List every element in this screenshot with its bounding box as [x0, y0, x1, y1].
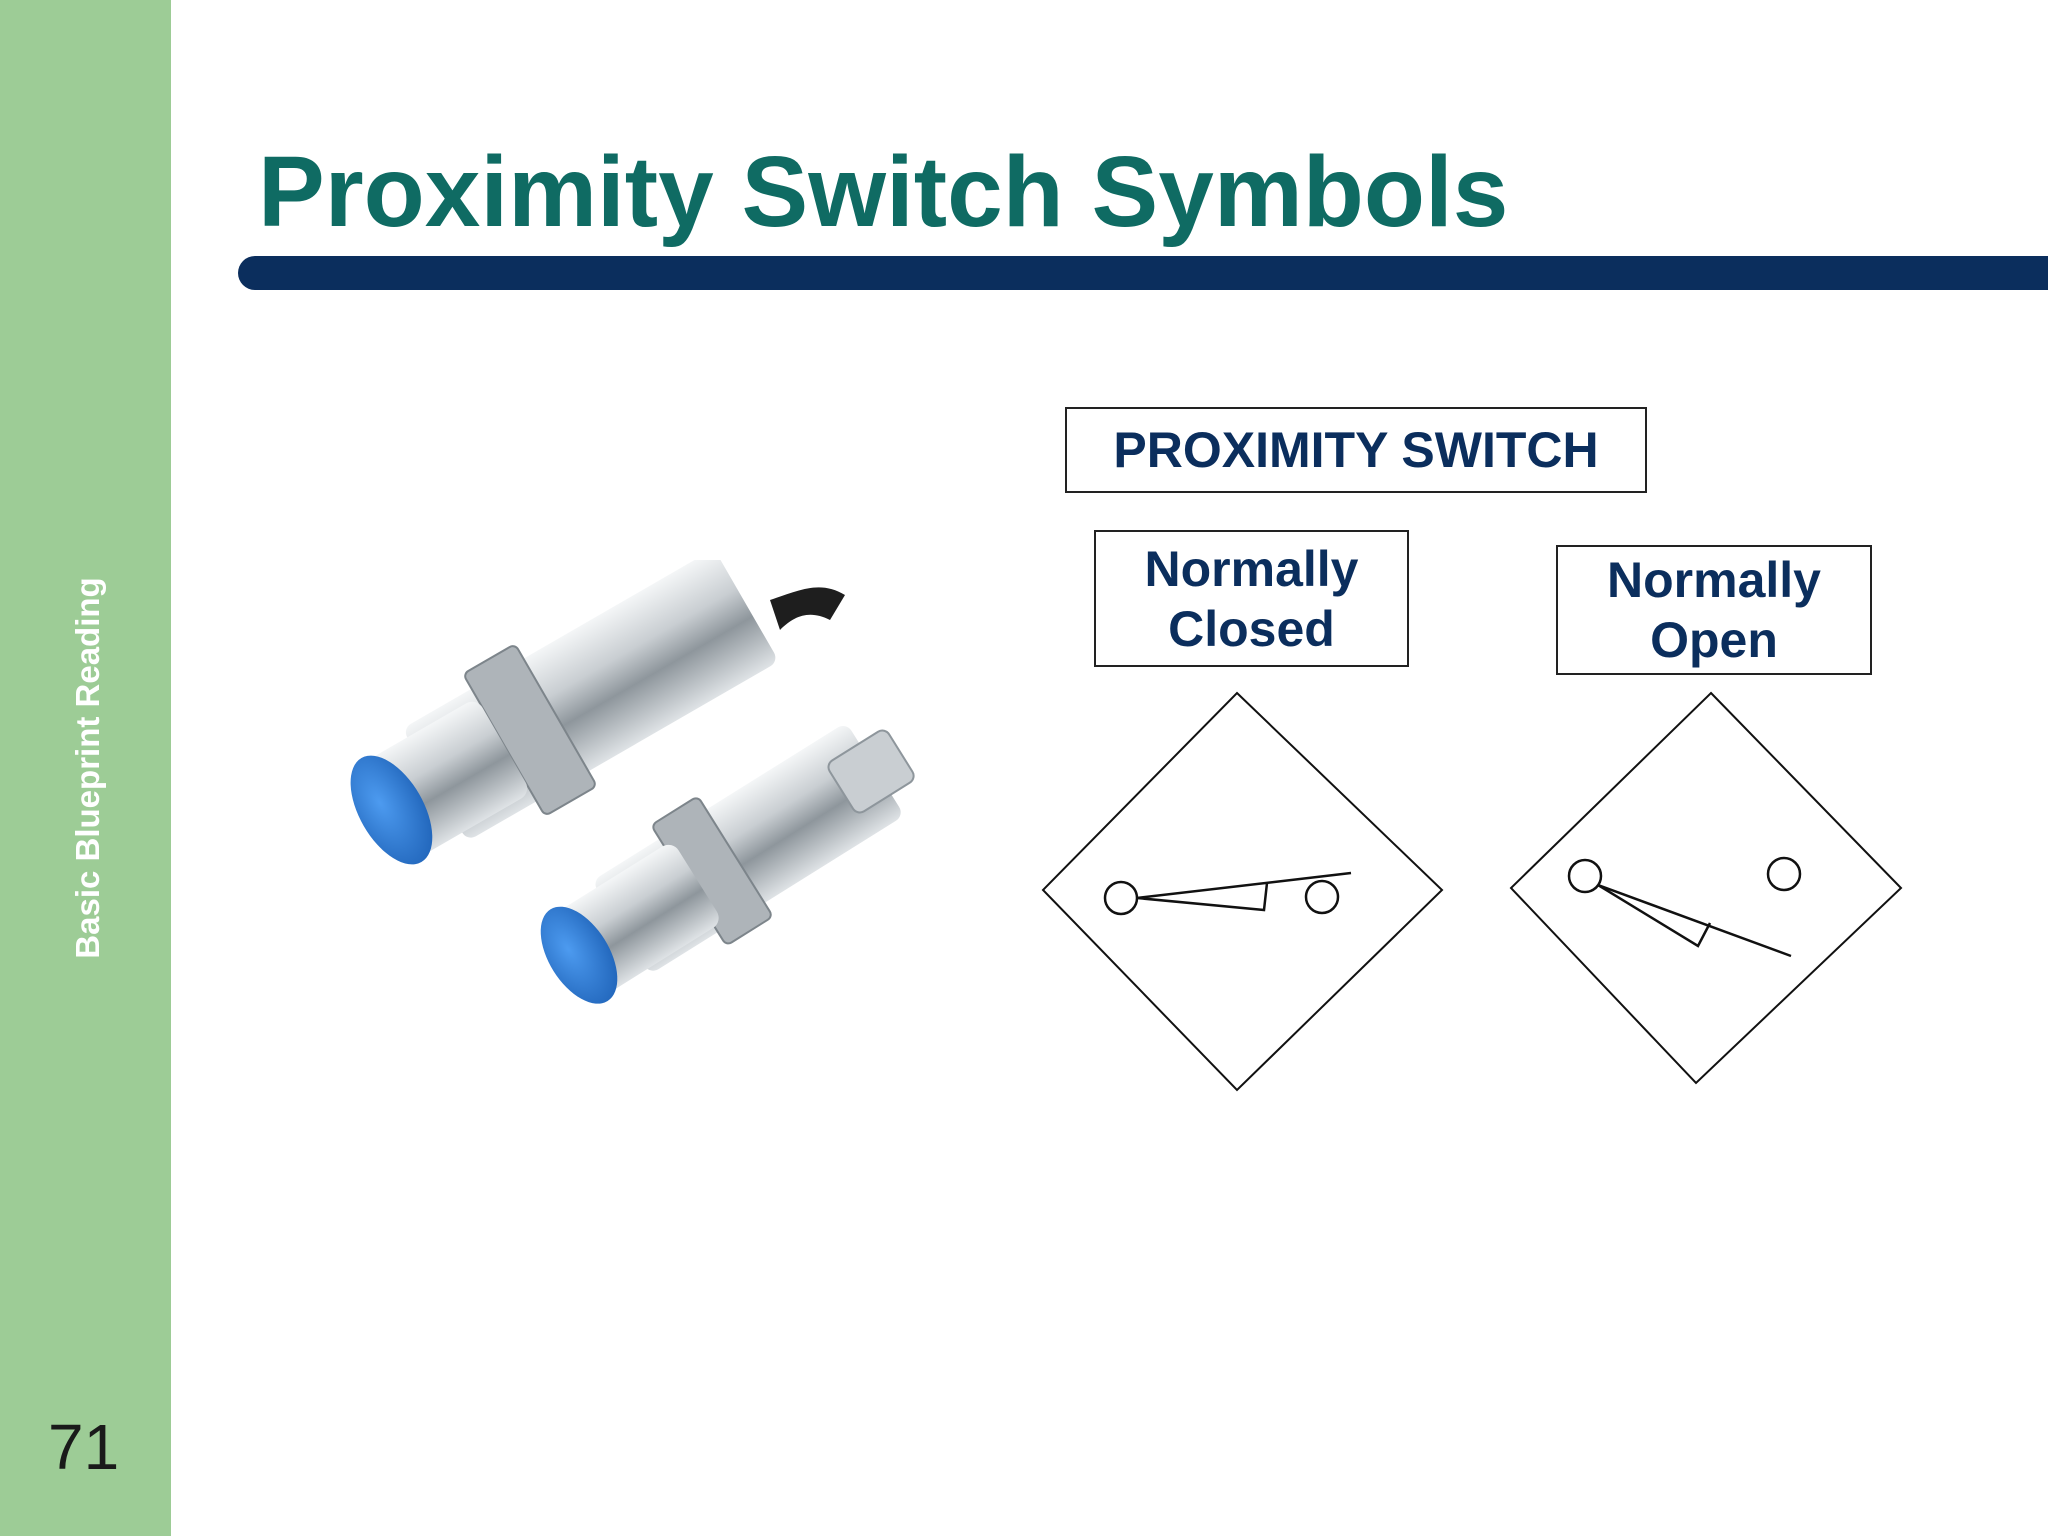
normally-closed-symbol — [1041, 691, 1444, 1092]
sidebar-label: Basic Blueprint Reading — [69, 577, 106, 959]
normally-open-line2: Open — [1650, 612, 1778, 668]
sidebar: Basic Blueprint Reading 71 — [0, 0, 171, 1536]
title-underline-bar — [238, 256, 2048, 290]
normally-open-line1: Normally — [1607, 552, 1821, 608]
proximity-sensor-photo — [350, 560, 915, 1004]
normally-closed-label: Normally Closed — [1094, 530, 1409, 667]
normally-open-label: Normally Open — [1556, 545, 1872, 675]
sensor-small — [540, 725, 915, 1004]
normally-open-symbol — [1509, 691, 1903, 1085]
normally-closed-line2: Closed — [1168, 600, 1335, 657]
proximity-switch-heading-text: PROXIMITY SWITCH — [1113, 422, 1599, 478]
proximity-switch-heading: PROXIMITY SWITCH — [1065, 407, 1647, 493]
normally-closed-line1: Normally — [1144, 540, 1359, 597]
sensor-large — [350, 560, 776, 865]
sensor-cable — [770, 587, 845, 630]
slide-title: Proximity Switch Symbols — [258, 136, 1509, 248]
page-number: 71 — [48, 1411, 120, 1483]
